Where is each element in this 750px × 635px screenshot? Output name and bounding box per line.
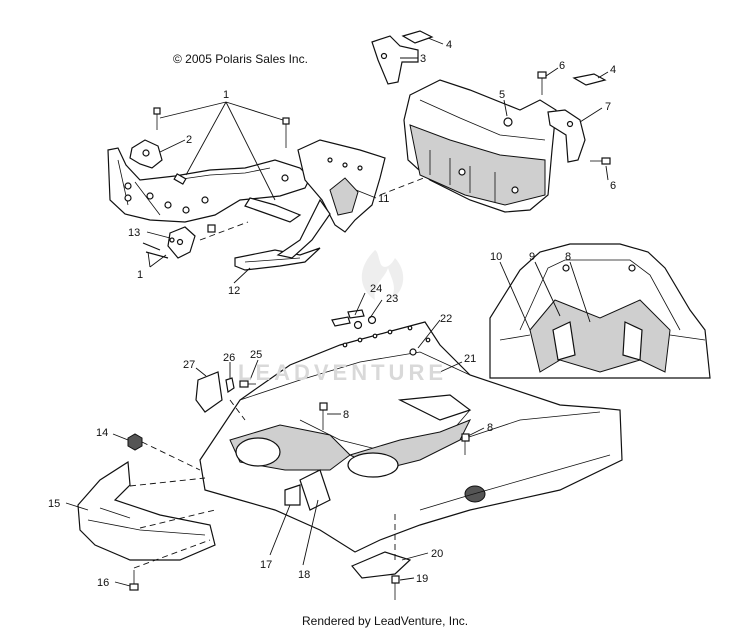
watermark-text: LEADVENTURE	[238, 360, 448, 385]
callout-15: 15	[48, 498, 60, 510]
callout-2: 2	[186, 134, 192, 146]
part-6-bolts	[537, 71, 611, 165]
callout-26: 26	[223, 352, 235, 364]
callout-20: 20	[431, 548, 443, 560]
callout-6: 6	[559, 60, 565, 72]
callout-8: 8	[343, 409, 349, 421]
callout-1: 1	[137, 269, 143, 281]
part-25-screw	[239, 380, 256, 388]
part-22-nut	[409, 348, 417, 356]
callout-24: 24	[370, 283, 382, 295]
callout-8: 8	[565, 251, 571, 263]
callout-6: 6	[610, 180, 616, 192]
part-8-bolts	[319, 402, 470, 455]
part-15-front-bumper	[77, 460, 216, 561]
copyright-text: © 2005 Polaris Sales Inc.	[173, 52, 308, 66]
callout-4: 4	[610, 64, 616, 76]
part-26-clip	[225, 377, 235, 394]
part-7-bracket	[547, 109, 586, 163]
part-12-support	[234, 247, 321, 271]
callout-23: 23	[386, 293, 398, 305]
callout-22: 22	[440, 313, 452, 325]
callout-9: 9	[529, 251, 535, 263]
steering-support-bracket	[107, 147, 311, 223]
part-23-washers	[353, 315, 377, 330]
callout-16: 16	[97, 577, 109, 589]
callout-5: 5	[499, 89, 505, 101]
callout-14: 14	[96, 427, 108, 439]
part-27-panel	[195, 371, 223, 413]
part-14-nut	[127, 433, 143, 451]
callout-8: 8	[487, 422, 493, 434]
leader-lines	[65, 37, 609, 587]
part-20-plate	[351, 551, 412, 579]
footer-credit: Rendered by LeadVenture, Inc.	[302, 614, 469, 628]
part-11-bracket	[276, 139, 386, 259]
part-19-bolt	[391, 575, 400, 600]
callout-7: 7	[605, 101, 611, 113]
part-5-nut	[503, 117, 513, 127]
callout-10: 10	[490, 251, 502, 263]
callout-1: 1	[223, 89, 229, 101]
callout-27: 27	[183, 359, 195, 371]
part-16-bolt	[129, 570, 139, 591]
callout-21: 21	[464, 353, 476, 365]
callout-4: 4	[446, 39, 452, 51]
callout-11: 11	[378, 193, 389, 205]
watermark-flame-logo	[361, 250, 404, 300]
callout-13: 13	[128, 227, 140, 239]
part-13-bracket	[167, 226, 196, 259]
hood-assembly	[199, 321, 623, 553]
callout-3: 3	[420, 53, 426, 65]
bolt-icon	[142, 107, 290, 259]
callout-25: 25	[250, 349, 262, 361]
rear-crossmember-housing	[403, 79, 557, 213]
part-3-bracket	[371, 35, 419, 85]
callout-18: 18	[298, 569, 310, 581]
callout-17: 17	[260, 559, 272, 571]
inset-hood-frame	[489, 243, 711, 379]
part-4-decal	[401, 30, 607, 86]
hood-edge-fasteners	[342, 325, 431, 348]
callout-19: 19	[416, 573, 428, 585]
callout-12: 12	[228, 285, 240, 297]
part-2-bracket	[129, 139, 163, 169]
